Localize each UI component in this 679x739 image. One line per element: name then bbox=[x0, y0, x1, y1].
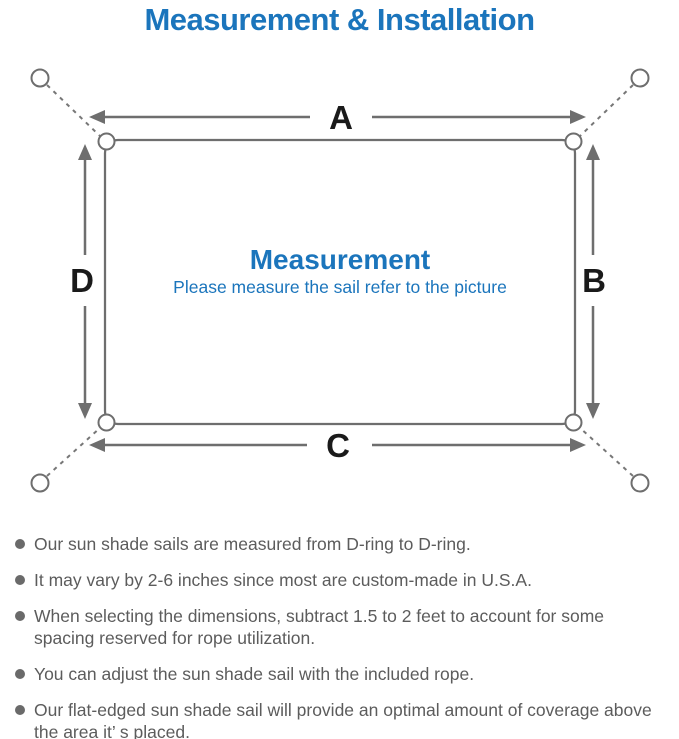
measurement-diagram: A C D B bbox=[0, 45, 679, 505]
arrowhead-down-icon bbox=[586, 403, 600, 419]
dimension-label-d: D bbox=[70, 262, 94, 299]
arrowhead-down-icon bbox=[78, 403, 92, 419]
dimension-label-b: B bbox=[582, 262, 606, 299]
anchor-point-icon bbox=[630, 68, 650, 88]
note-text: It may vary by 2-6 inches since most are… bbox=[34, 570, 532, 590]
dimension-label-a: A bbox=[329, 99, 353, 136]
note-text: Our flat-edged sun shade sail will provi… bbox=[34, 700, 652, 739]
diagram-center-subtitle: Please measure the sail refer to the pic… bbox=[173, 277, 507, 297]
bullet-dot-icon bbox=[15, 539, 25, 549]
note-text: When selecting the dimensions, subtract … bbox=[34, 606, 605, 648]
d-ring-icon bbox=[97, 413, 116, 432]
diagram-center-title: Measurement bbox=[250, 244, 431, 275]
anchor-point-icon bbox=[30, 68, 50, 88]
rope-dashed-line-bottom-left bbox=[46, 426, 102, 477]
anchor-points bbox=[30, 68, 650, 493]
rope-dashed-line-top-left bbox=[46, 84, 102, 138]
note-item: Our flat-edged sun shade sail will provi… bbox=[15, 699, 669, 739]
note-text: Our sun shade sails are measured from D-… bbox=[34, 534, 471, 554]
note-item: It may vary by 2-6 inches since most are… bbox=[15, 569, 669, 591]
dimension-arrow-top bbox=[89, 110, 586, 124]
bullet-dot-icon bbox=[15, 705, 25, 715]
notes-list: Our sun shade sails are measured from D-… bbox=[0, 533, 679, 739]
arrowhead-up-icon bbox=[78, 144, 92, 160]
page-title: Measurement & Installation bbox=[144, 2, 535, 37]
dimension-arrow-right bbox=[586, 144, 600, 419]
arrowhead-left-icon bbox=[89, 438, 105, 452]
bullet-dot-icon bbox=[15, 575, 25, 585]
corner-d-rings bbox=[97, 132, 583, 432]
d-ring-icon bbox=[564, 132, 583, 151]
arrowhead-right-icon bbox=[570, 438, 586, 452]
anchor-point-icon bbox=[630, 473, 650, 493]
bullet-dot-icon bbox=[15, 611, 25, 621]
d-ring-icon bbox=[97, 132, 116, 151]
sail-measurement-figure: A C D B bbox=[30, 68, 650, 493]
dimension-arrow-left bbox=[78, 144, 92, 419]
note-text: You can adjust the sun shade sail with t… bbox=[34, 664, 475, 684]
bullet-dot-icon bbox=[15, 669, 25, 679]
d-ring-icon bbox=[564, 413, 583, 432]
arrowhead-right-icon bbox=[570, 110, 586, 124]
rope-dashed-line-bottom-right bbox=[578, 426, 634, 477]
dimension-arrow-bottom bbox=[89, 438, 586, 452]
anchor-point-icon bbox=[30, 473, 50, 493]
arrowhead-left-icon bbox=[89, 110, 105, 124]
sail-outline bbox=[103, 138, 577, 426]
note-item: You can adjust the sun shade sail with t… bbox=[15, 663, 669, 685]
rope-dashed-line-top-right bbox=[578, 84, 634, 138]
dashed-rope-lines bbox=[46, 84, 634, 477]
note-item: When selecting the dimensions, subtract … bbox=[15, 605, 669, 649]
arrowhead-up-icon bbox=[586, 144, 600, 160]
note-item: Our sun shade sails are measured from D-… bbox=[15, 533, 669, 555]
dimension-label-c: C bbox=[326, 427, 350, 464]
